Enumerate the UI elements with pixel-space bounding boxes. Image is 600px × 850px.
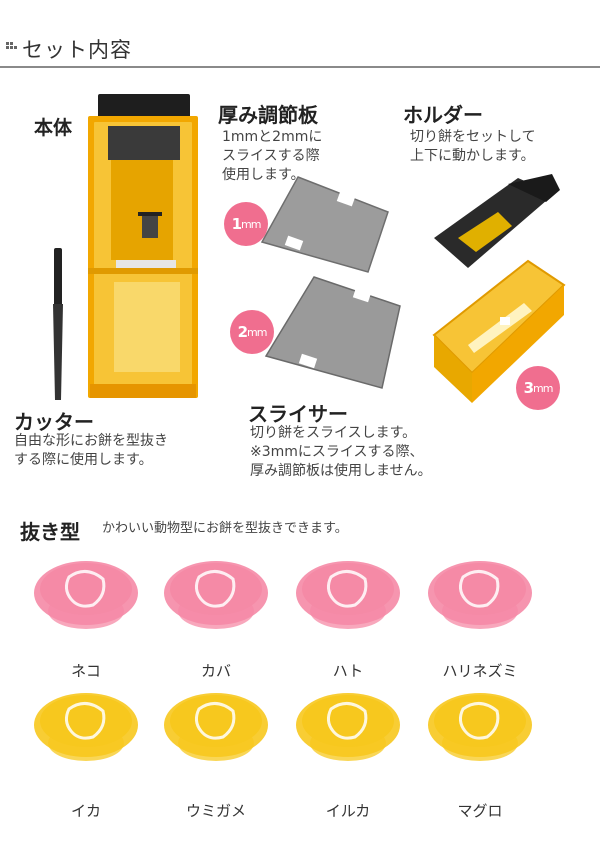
cutter-tool-image xyxy=(53,248,63,400)
molds-subtitle: かわいい動物型にお餅を型抜きできます。 xyxy=(102,521,348,536)
holder-image xyxy=(434,174,560,268)
page-title: セット内容 xyxy=(22,38,132,62)
mold-image xyxy=(164,693,268,761)
mold-name: イルカ xyxy=(325,802,371,820)
molds-title: 抜き型 xyxy=(20,520,80,544)
mold-image xyxy=(296,561,400,629)
thickness-plate-description: 1mmと2mmに スライスする際 使用します。 xyxy=(222,129,323,183)
holder-description: 切り餅をセットして 上下に動かします。 xyxy=(410,129,536,164)
thickness-plate-1mm-image xyxy=(260,176,389,273)
mold-name: ハリネズミ xyxy=(442,662,518,680)
cutter-tool-label: カッター xyxy=(14,410,94,434)
slicer-image xyxy=(432,259,566,403)
mold-name: マグロ xyxy=(457,802,503,820)
mold-name: ハト xyxy=(332,662,364,680)
thickness-plate-2mm-image xyxy=(264,276,401,389)
mold-name: ネコ xyxy=(71,662,101,680)
mold-name: ウミガメ xyxy=(185,802,246,820)
main-body-image xyxy=(88,94,198,398)
mold-image xyxy=(428,693,532,761)
mold-image xyxy=(164,561,268,629)
slicer-description: 切り餅をスライスします。 ※3mmにスライスする際、 厚み調節板は使用しません。 xyxy=(250,425,432,479)
mold-image xyxy=(296,693,400,761)
holder-label: ホルダー xyxy=(403,103,483,127)
cutter-tool-description: 自由な形にお餅を型抜き する際に使用します。 xyxy=(14,433,168,468)
thickness-plate-label: 厚み調節板 xyxy=(218,103,318,127)
header-divider xyxy=(0,66,600,68)
slicer-label: スライサー xyxy=(248,402,348,426)
section-header: セット内容 xyxy=(0,22,600,68)
main-body-label: 本体 xyxy=(34,117,73,139)
mold-image xyxy=(34,693,138,761)
mold-name: イカ xyxy=(70,802,101,820)
mold-image xyxy=(34,561,138,629)
mold-image xyxy=(428,561,532,629)
grid-dots-icon xyxy=(6,42,18,52)
mold-name: カバ xyxy=(200,662,231,680)
